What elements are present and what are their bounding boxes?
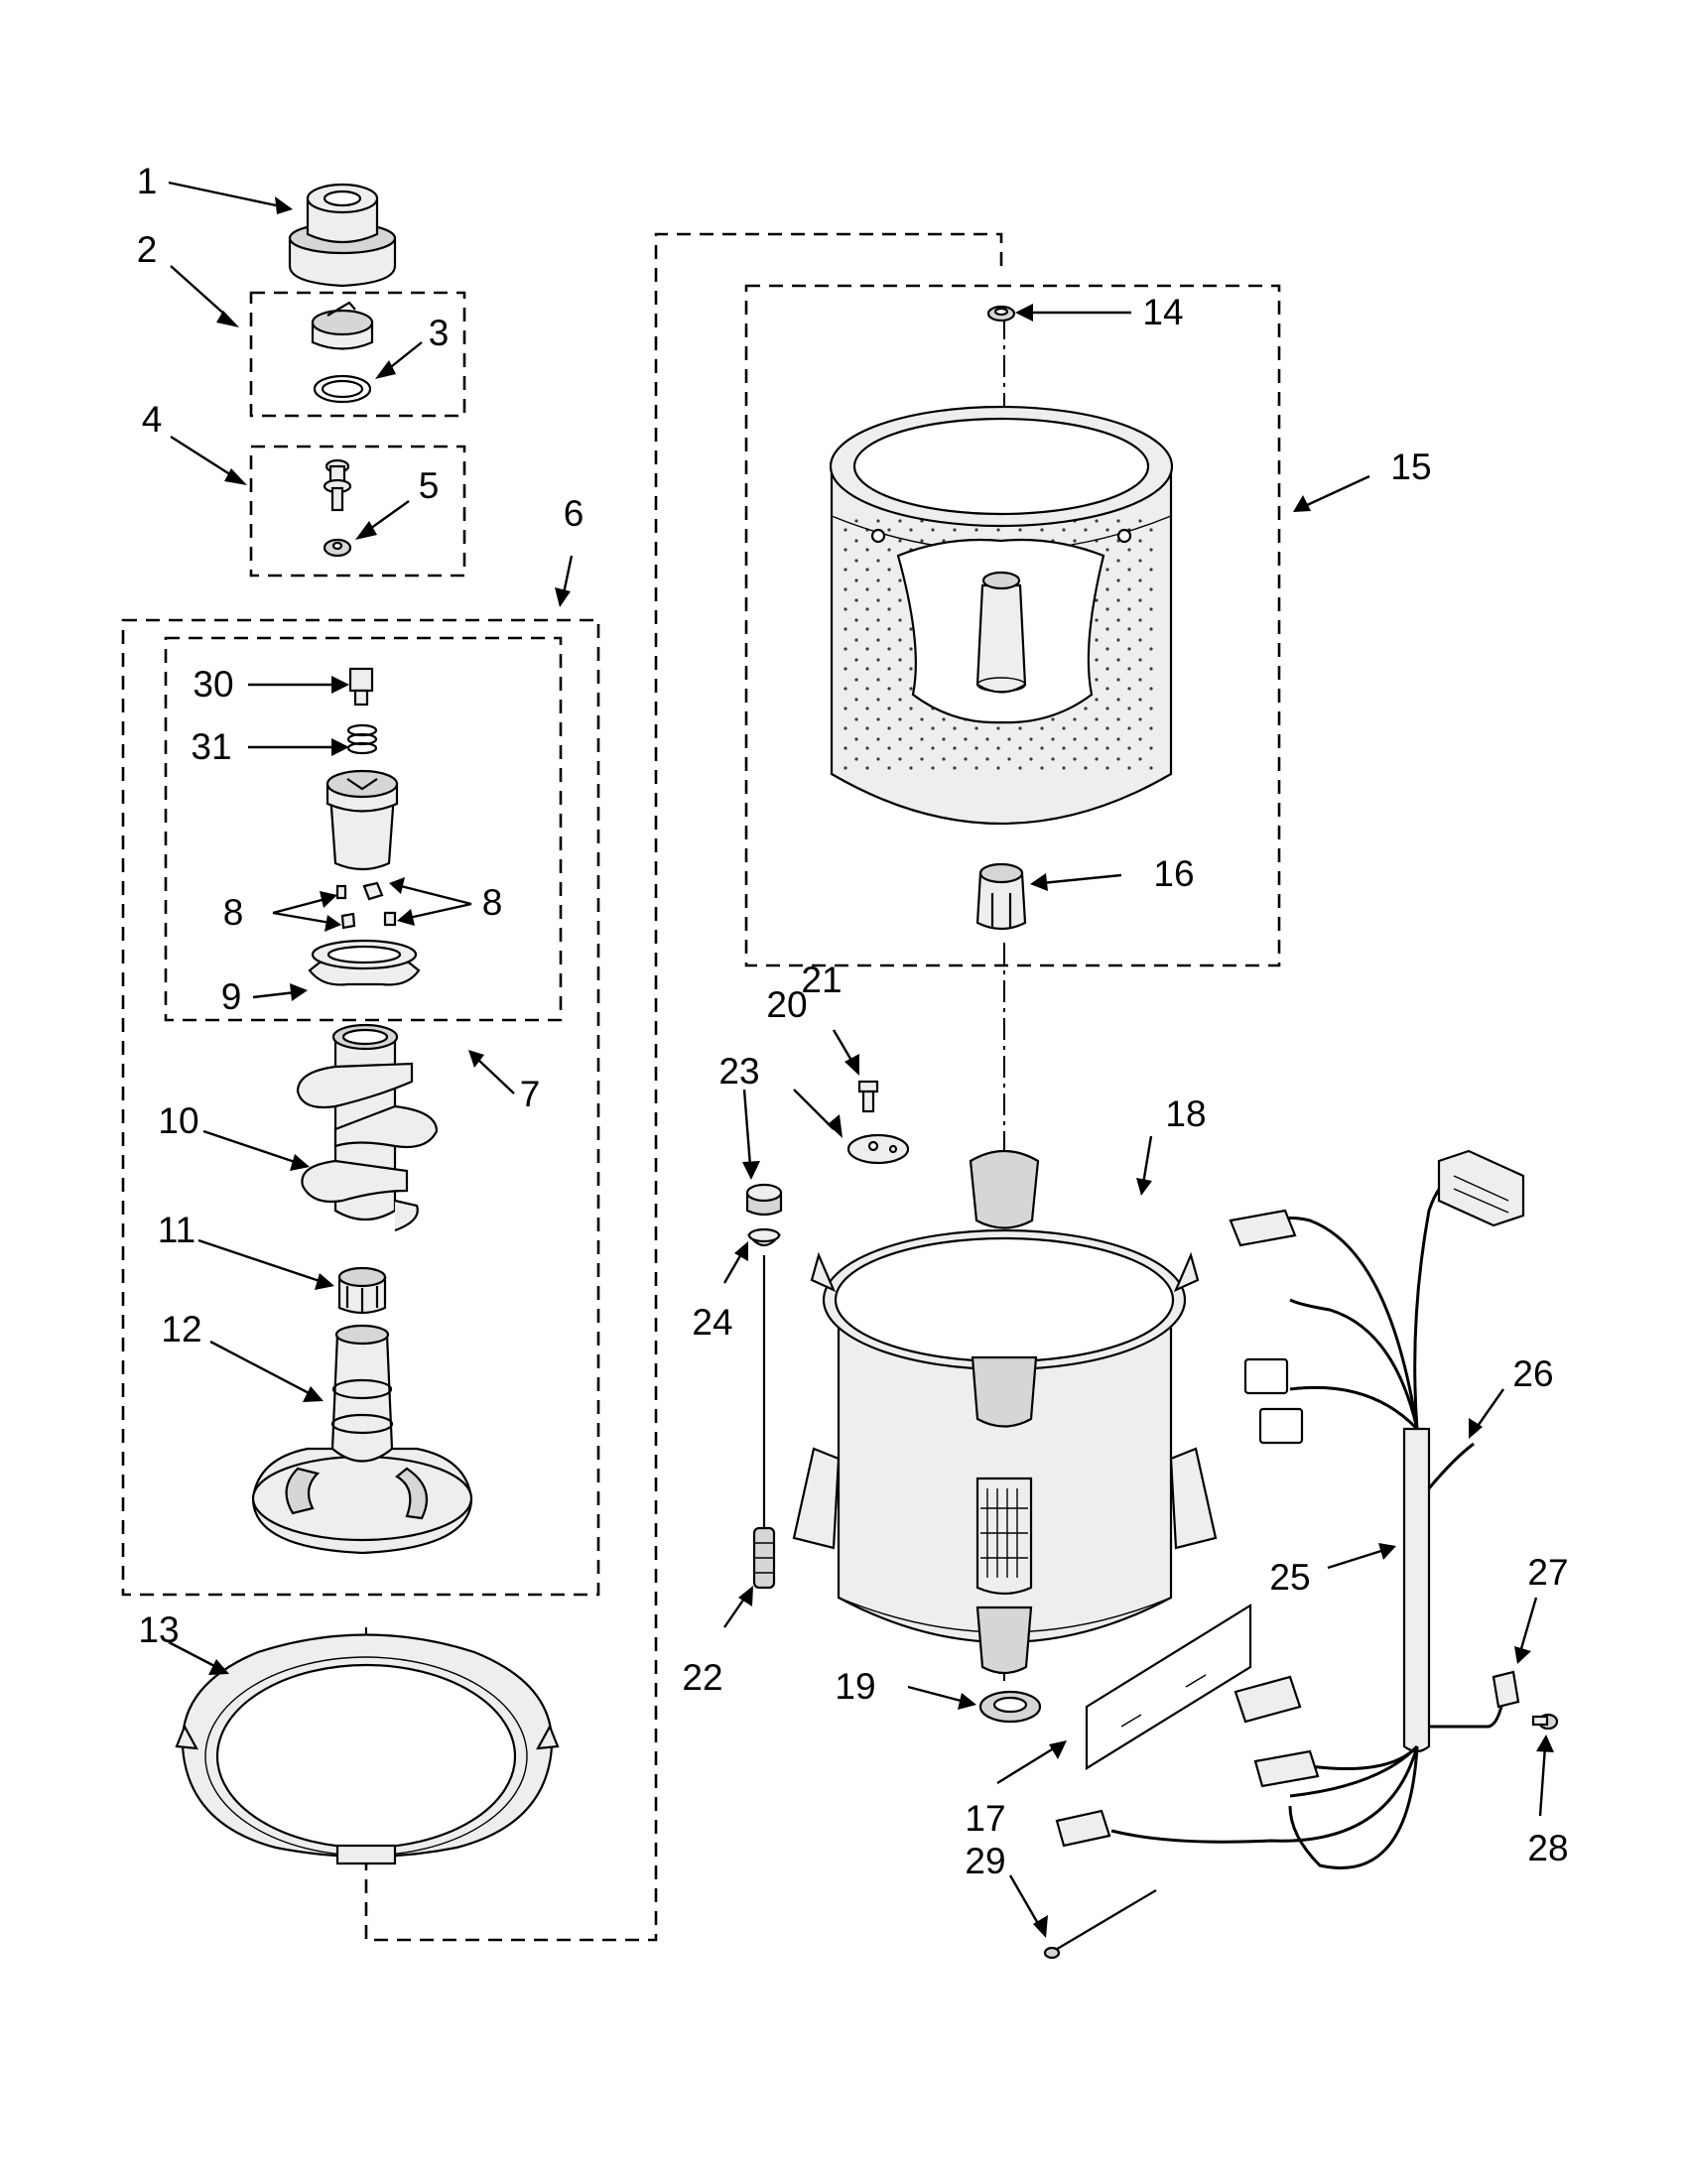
callout-12: 12 (161, 1309, 201, 1349)
part-27-ground-clip (1429, 1670, 1520, 1729)
callout-4: 4 (142, 399, 163, 440)
callout-5: 5 (419, 465, 440, 506)
part-3-gasket (313, 374, 372, 404)
part-10-auger (296, 1023, 439, 1232)
part-19-seal (978, 1690, 1042, 1724)
part-15-wash-basket (829, 405, 1174, 826)
callout-27: 27 (1527, 1552, 1568, 1593)
part-20-bracket (846, 1133, 910, 1165)
callout-25: 25 (1269, 1557, 1310, 1598)
callout-9: 9 (221, 976, 242, 1017)
part-2-agitator-insert (311, 301, 374, 350)
callout-24: 24 (692, 1302, 732, 1343)
part-25-wire-harness (1055, 1149, 1525, 1869)
part-9-cam-ring (308, 939, 421, 986)
callout-13: 13 (138, 1609, 179, 1650)
callout-21: 21 (801, 960, 842, 1000)
callout-20: 20 (766, 984, 807, 1025)
part-29-wire-tie (1043, 1889, 1157, 1960)
callout-10: 10 (158, 1100, 198, 1141)
part-14-nut (986, 305, 1016, 322)
part-13-tub-ring (175, 1633, 560, 1865)
part-1-agitator-cap (288, 183, 397, 288)
part-cog-housing (325, 769, 399, 871)
group-box-15 (744, 284, 1281, 967)
part-18-outer-tub (792, 1150, 1218, 1675)
callout-7: 7 (520, 1074, 541, 1114)
part-23-suspension-cap (745, 1183, 783, 1217)
callout-31: 31 (191, 726, 231, 767)
callout-22: 22 (682, 1657, 722, 1698)
part-4-bolt (323, 458, 352, 512)
callout-23: 23 (718, 1051, 759, 1092)
callout-2: 2 (137, 229, 158, 270)
callout-6: 6 (564, 493, 584, 534)
callout-labels: 1 2 3 4 5 6 7 8 8 9 10 11 12 13 14 15 16… (137, 161, 1569, 1881)
part-22-suspension-rod (752, 1255, 776, 1590)
part-28-screw (1531, 1713, 1559, 1731)
callout-29: 29 (965, 1841, 1005, 1881)
callout-3: 3 (429, 313, 450, 353)
part-31-spring (346, 723, 378, 755)
part-26-hose (1427, 1442, 1475, 1489)
leader-lines (168, 181, 1554, 1938)
part-8-agitator-dogs (335, 881, 397, 930)
callout-30: 30 (193, 664, 233, 705)
callout-17: 17 (965, 1798, 1005, 1839)
callout-28: 28 (1527, 1828, 1568, 1868)
callout-14: 14 (1142, 292, 1183, 332)
callout-16: 16 (1153, 853, 1194, 894)
callout-8-right: 8 (482, 882, 503, 923)
callout-1: 1 (137, 161, 158, 201)
callout-18: 18 (1165, 1093, 1206, 1134)
callout-8-left: 8 (223, 892, 244, 933)
group-box-2 (249, 291, 466, 418)
part-12-agitator-base (251, 1324, 473, 1555)
callout-11: 11 (158, 1210, 195, 1250)
group-box-4 (249, 445, 466, 578)
part-5-washer (323, 538, 352, 558)
part-21-screw (857, 1080, 879, 1113)
part-17-label (1085, 1604, 1252, 1770)
callout-26: 26 (1512, 1353, 1553, 1394)
callout-15: 15 (1390, 447, 1431, 487)
part-11-drive-bell (337, 1266, 387, 1315)
group-box-6 (121, 618, 600, 1597)
part-24-suspension-cup (746, 1227, 782, 1247)
callout-19: 19 (835, 1666, 875, 1707)
part-30-cam (348, 667, 374, 707)
part-16-hub-adapter (975, 862, 1027, 931)
connector-line-basket-to-hub (364, 232, 1003, 1942)
